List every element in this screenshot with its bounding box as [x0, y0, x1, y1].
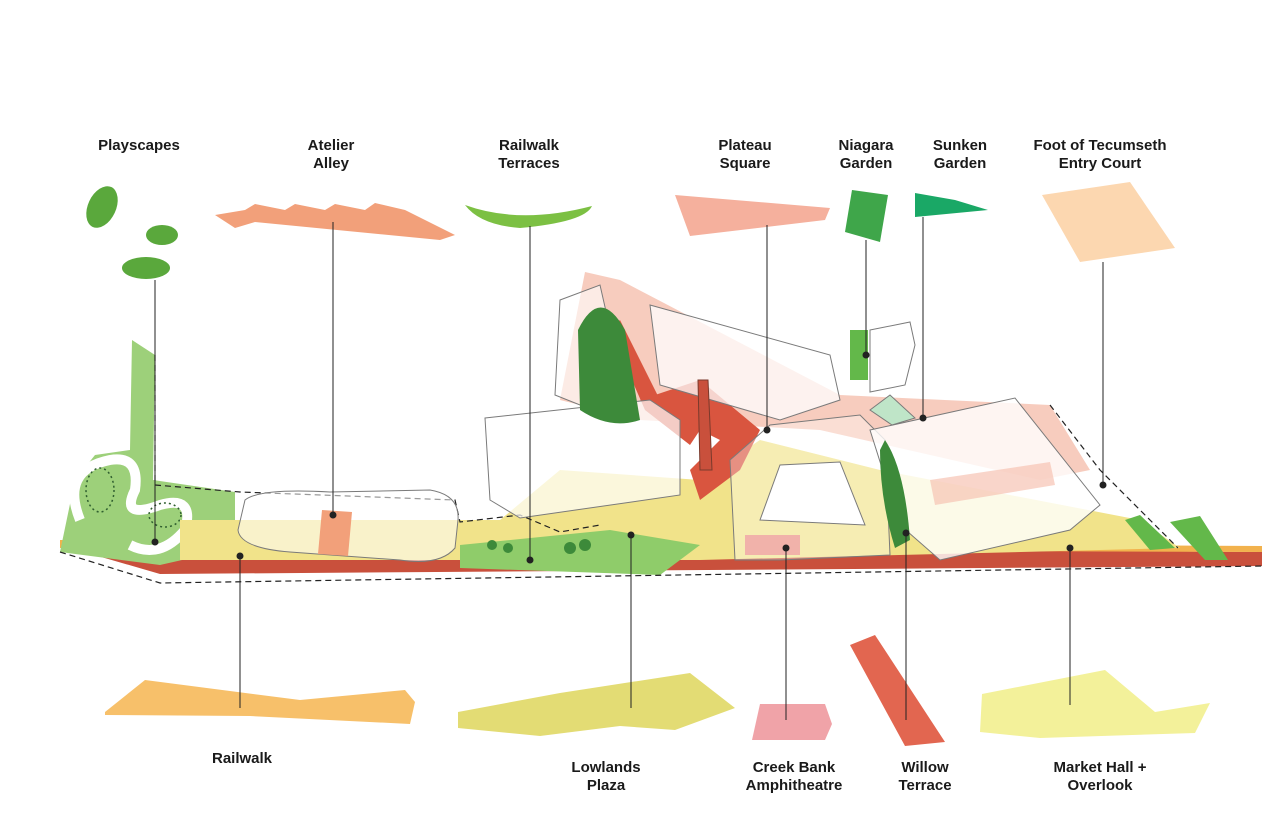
- label-foot-of-tecumseth: Foot of Tecumseth Entry Court: [1033, 137, 1167, 172]
- creek-bank-court: [759, 461, 866, 526]
- label-railwalk-terraces: Railwalk Terraces: [498, 137, 560, 172]
- creek-bank-pink: [745, 535, 800, 555]
- tree: [564, 542, 576, 554]
- niagara-building: [869, 321, 916, 393]
- niagara-garden-swatch: [845, 190, 888, 242]
- willow-terrace-swatch: [850, 635, 945, 746]
- leader-dot-willow: [902, 529, 910, 537]
- leader-dot-lowlands: [627, 531, 635, 539]
- leader-dot-plateau: [763, 426, 771, 434]
- leader-dot-tecumseth: [1099, 481, 1107, 489]
- atelier-pink-strip: [318, 510, 352, 556]
- label-railwalk: Railwalk: [211, 750, 273, 767]
- site-boundary: [59, 551, 1263, 584]
- leader-dot-sunken: [919, 414, 927, 422]
- label-creek-bank: Creek Bank Amphitheatre: [745, 759, 843, 794]
- tree-cluster-willow: [880, 440, 910, 548]
- terraces-block: [484, 399, 681, 519]
- label-lowlands-plaza: Lowlands Plaza: [571, 759, 641, 794]
- tree-cluster-niagara: [850, 330, 868, 380]
- buildings: [237, 284, 1101, 562]
- playscapes-swatch-3: [122, 257, 170, 279]
- playscapes-swatch-1: [86, 186, 118, 228]
- market-end-green: [1170, 516, 1228, 560]
- market-hall-swatch: [980, 670, 1210, 738]
- sunken-garden-inset: [869, 394, 916, 426]
- plateau-building: [649, 304, 841, 421]
- label-sunken-garden: Sunken Garden: [932, 137, 988, 172]
- label-willow-terrace: Willow Terrace: [898, 759, 952, 794]
- railwalk-swatch: [105, 680, 415, 724]
- label-atelier-alley: Atelier Alley: [307, 137, 355, 172]
- label-niagara-garden: Niagara Garden: [838, 137, 894, 172]
- leader-lines: [151, 217, 1107, 720]
- playscapes-ground: [60, 340, 235, 565]
- leader-dot-railwalk: [236, 552, 244, 560]
- label-playscapes: Playscapes: [98, 137, 180, 154]
- label-plateau-square: Plateau Square: [718, 137, 772, 172]
- chimney: [697, 379, 713, 471]
- leader-dot-playscapes: [151, 538, 159, 546]
- tree: [579, 539, 591, 551]
- green-lowlands: [460, 530, 700, 575]
- top-swatches: [86, 182, 1175, 279]
- lowlands-plaza-swatch: [458, 673, 735, 736]
- site-boundary-east: [1049, 404, 1179, 549]
- plateau-square-swatch: [675, 195, 830, 236]
- bottom-swatches: [105, 635, 1210, 746]
- leader-dot-market-hall: [1066, 544, 1074, 552]
- market-hall-pink: [930, 462, 1055, 505]
- tree: [487, 540, 497, 550]
- market-edge-green: [1125, 515, 1175, 550]
- label-market-hall: Market Hall + Overlook: [1053, 759, 1147, 794]
- playscape-path: [69, 454, 193, 555]
- leader-dot-terraces: [526, 556, 534, 564]
- atelier-alley-swatch: [215, 203, 455, 240]
- foot-of-tecumseth-swatch: [1042, 182, 1175, 262]
- trees: [487, 307, 910, 554]
- railwalk-terraces-swatch: [465, 205, 592, 228]
- tree-cluster-terraces: [578, 307, 640, 424]
- playscape-loop-1: [85, 467, 115, 513]
- leader-dot-niagara: [862, 351, 870, 359]
- sunken-garden-swatch: [915, 193, 988, 217]
- red-stairs: [610, 320, 700, 445]
- leader-dot-atelier: [329, 511, 337, 519]
- playscape-loop-2: [148, 502, 182, 528]
- leader-dot-creek-bank: [782, 544, 790, 552]
- creek-bank-swatch: [752, 704, 832, 740]
- playscapes-swatch-2: [146, 225, 178, 245]
- tree: [503, 543, 513, 553]
